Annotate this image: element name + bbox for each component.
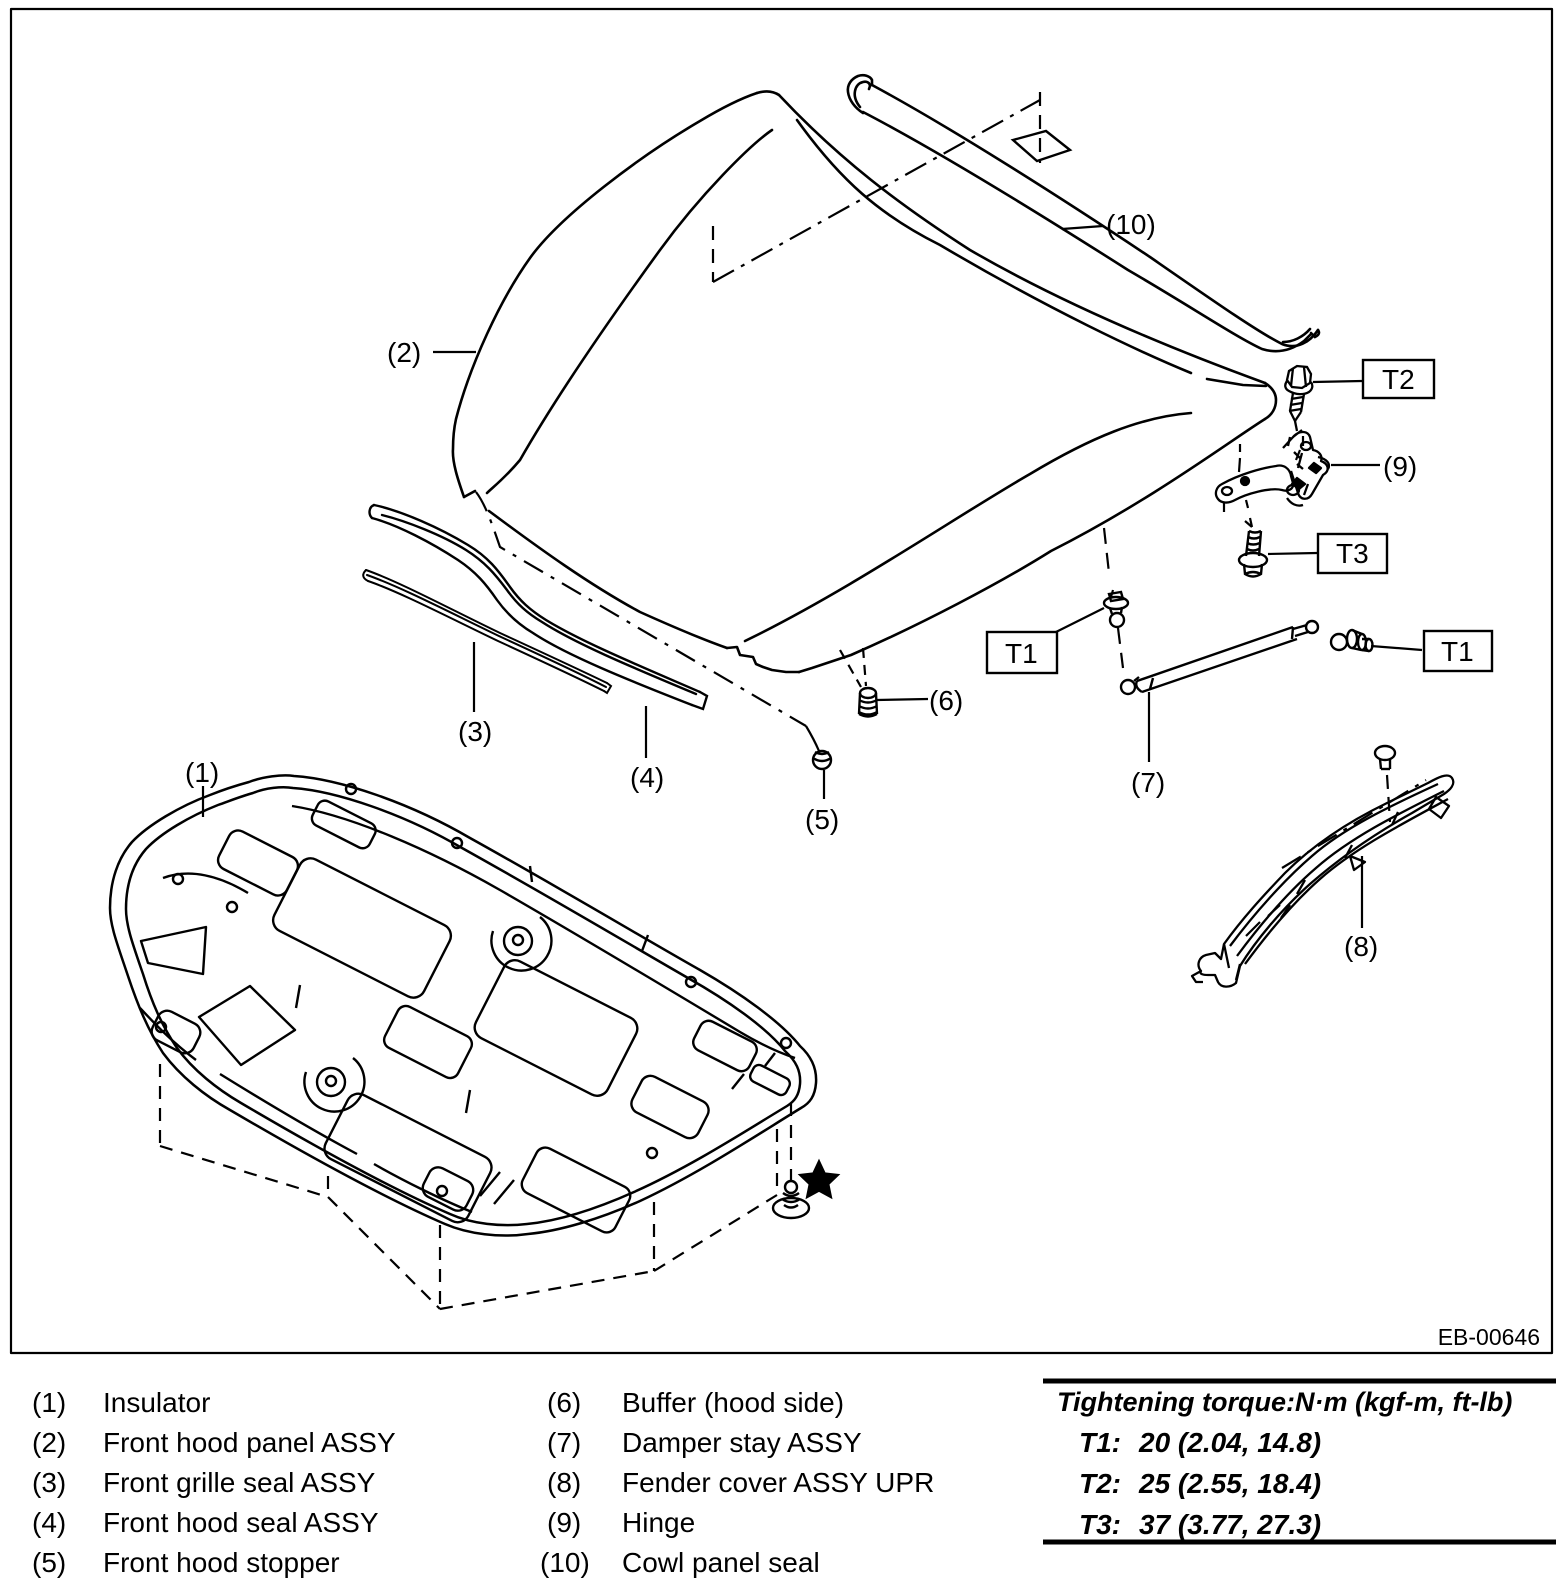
svg-text:Fender cover ASSY UPR: Fender cover ASSY UPR — [622, 1467, 934, 1498]
svg-text:(3): (3) — [32, 1467, 66, 1498]
svg-text:T1:: T1: — [1079, 1427, 1121, 1458]
svg-text:(5): (5) — [32, 1547, 66, 1578]
svg-text:(2): (2) — [32, 1427, 66, 1458]
svg-text:(8): (8) — [547, 1467, 581, 1498]
svg-text:Front hood panel ASSY: Front hood panel ASSY — [103, 1427, 396, 1458]
svg-text:(8): (8) — [1344, 931, 1378, 962]
svg-text:25 (2.55, 18.4): 25 (2.55, 18.4) — [1138, 1468, 1321, 1499]
svg-text:(1): (1) — [32, 1387, 66, 1418]
svg-text:(4): (4) — [630, 762, 664, 793]
svg-text:Front hood stopper: Front hood stopper — [103, 1547, 340, 1578]
svg-text:T2:: T2: — [1079, 1468, 1121, 1499]
svg-text:37 (3.77, 27.3): 37 (3.77, 27.3) — [1139, 1509, 1321, 1540]
svg-text:Insulator: Insulator — [103, 1387, 210, 1418]
svg-text:Cowl panel seal: Cowl panel seal — [622, 1547, 820, 1578]
svg-text:(9): (9) — [1383, 451, 1417, 482]
svg-text:Front grille seal ASSY: Front grille seal ASSY — [103, 1467, 376, 1498]
svg-text:(6): (6) — [929, 685, 963, 716]
svg-text:T3:: T3: — [1079, 1509, 1121, 1540]
svg-text:Damper stay ASSY: Damper stay ASSY — [622, 1427, 862, 1458]
svg-text:(4): (4) — [32, 1507, 66, 1538]
svg-text:(3): (3) — [458, 716, 492, 747]
svg-text:20 (2.04, 14.8): 20 (2.04, 14.8) — [1138, 1427, 1321, 1458]
svg-text:(2): (2) — [387, 337, 421, 368]
svg-text:Buffer (hood side): Buffer (hood side) — [622, 1387, 844, 1418]
svg-text:(7): (7) — [547, 1427, 581, 1458]
svg-text:T1: T1 — [1005, 638, 1038, 669]
svg-text:(1): (1) — [185, 757, 219, 788]
svg-text:EB-00646: EB-00646 — [1438, 1324, 1540, 1350]
svg-text:T1: T1 — [1441, 636, 1474, 667]
svg-text:(10): (10) — [1106, 209, 1156, 240]
svg-text:(7): (7) — [1131, 767, 1165, 798]
svg-text:(6): (6) — [547, 1387, 581, 1418]
svg-text:(10): (10) — [540, 1547, 590, 1578]
svg-text:(5): (5) — [805, 804, 839, 835]
svg-text:T3: T3 — [1336, 538, 1369, 569]
svg-text:T2: T2 — [1382, 364, 1415, 395]
svg-text:Front hood seal ASSY: Front hood seal ASSY — [103, 1507, 379, 1538]
svg-text:Hinge: Hinge — [622, 1507, 695, 1538]
svg-text:(9): (9) — [547, 1507, 581, 1538]
svg-text:Tightening torque:N·m (kgf-m,: Tightening torque:N·m (kgf-m, ft-lb) — [1057, 1387, 1512, 1417]
